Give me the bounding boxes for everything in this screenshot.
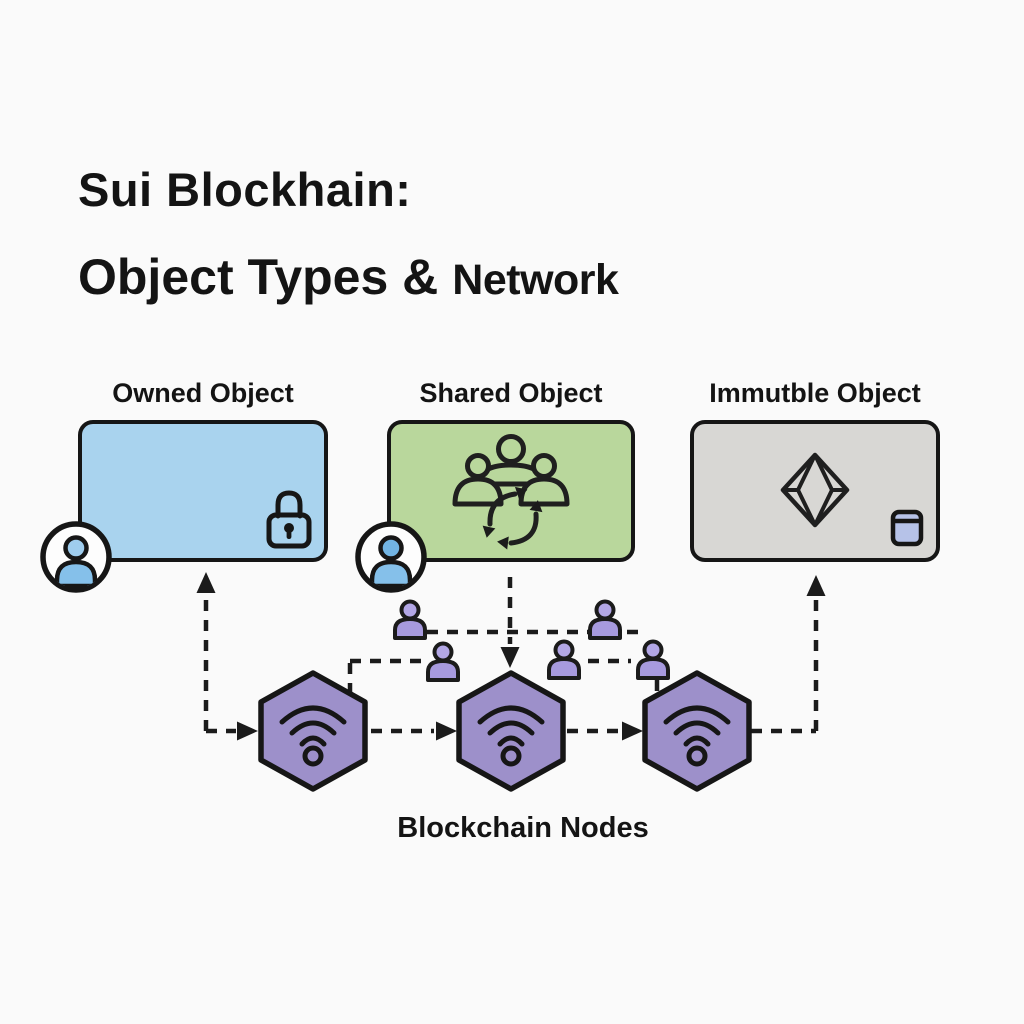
person-icon (636, 639, 670, 680)
connector-owned-to-node1 (196, 572, 258, 741)
person-icon (547, 639, 581, 680)
connector-node2-to-node3 (567, 721, 643, 741)
blockchain-nodes-label: Blockchain Nodes (397, 812, 649, 844)
connector-shared-to-node2 (500, 577, 520, 668)
immutable-object-card (690, 420, 940, 562)
blockchain-node-1 (261, 673, 365, 789)
user-avatar-icon (355, 521, 427, 593)
connector-node3-to-immutable (751, 575, 826, 734)
immutable-object-label: Immutble Object (709, 378, 921, 408)
page-title: Sui Blockhain: (78, 163, 412, 216)
person-icon (588, 599, 622, 640)
owned-object-card (78, 420, 328, 562)
user-avatar-icon (40, 521, 112, 593)
card-icon (890, 509, 924, 547)
gem-icon (780, 452, 850, 528)
shared-users-sync-icon (452, 434, 570, 550)
person-icon (393, 599, 427, 640)
shared-object-card (387, 420, 635, 562)
blockchain-node-3 (645, 673, 749, 789)
owned-object-label: Owned Object (112, 378, 294, 408)
subtitle-main: Object Types & (78, 249, 439, 305)
client-mesh-links (347, 629, 660, 695)
page-subtitle: Object Types & Network (78, 248, 619, 306)
person-icon (426, 641, 460, 682)
subtitle-suffix: Network (452, 256, 619, 304)
connector-node1-to-node2 (371, 721, 457, 741)
blockchain-node-2 (459, 673, 563, 789)
shared-object-label: Shared Object (419, 378, 603, 408)
lock-icon (266, 490, 312, 549)
